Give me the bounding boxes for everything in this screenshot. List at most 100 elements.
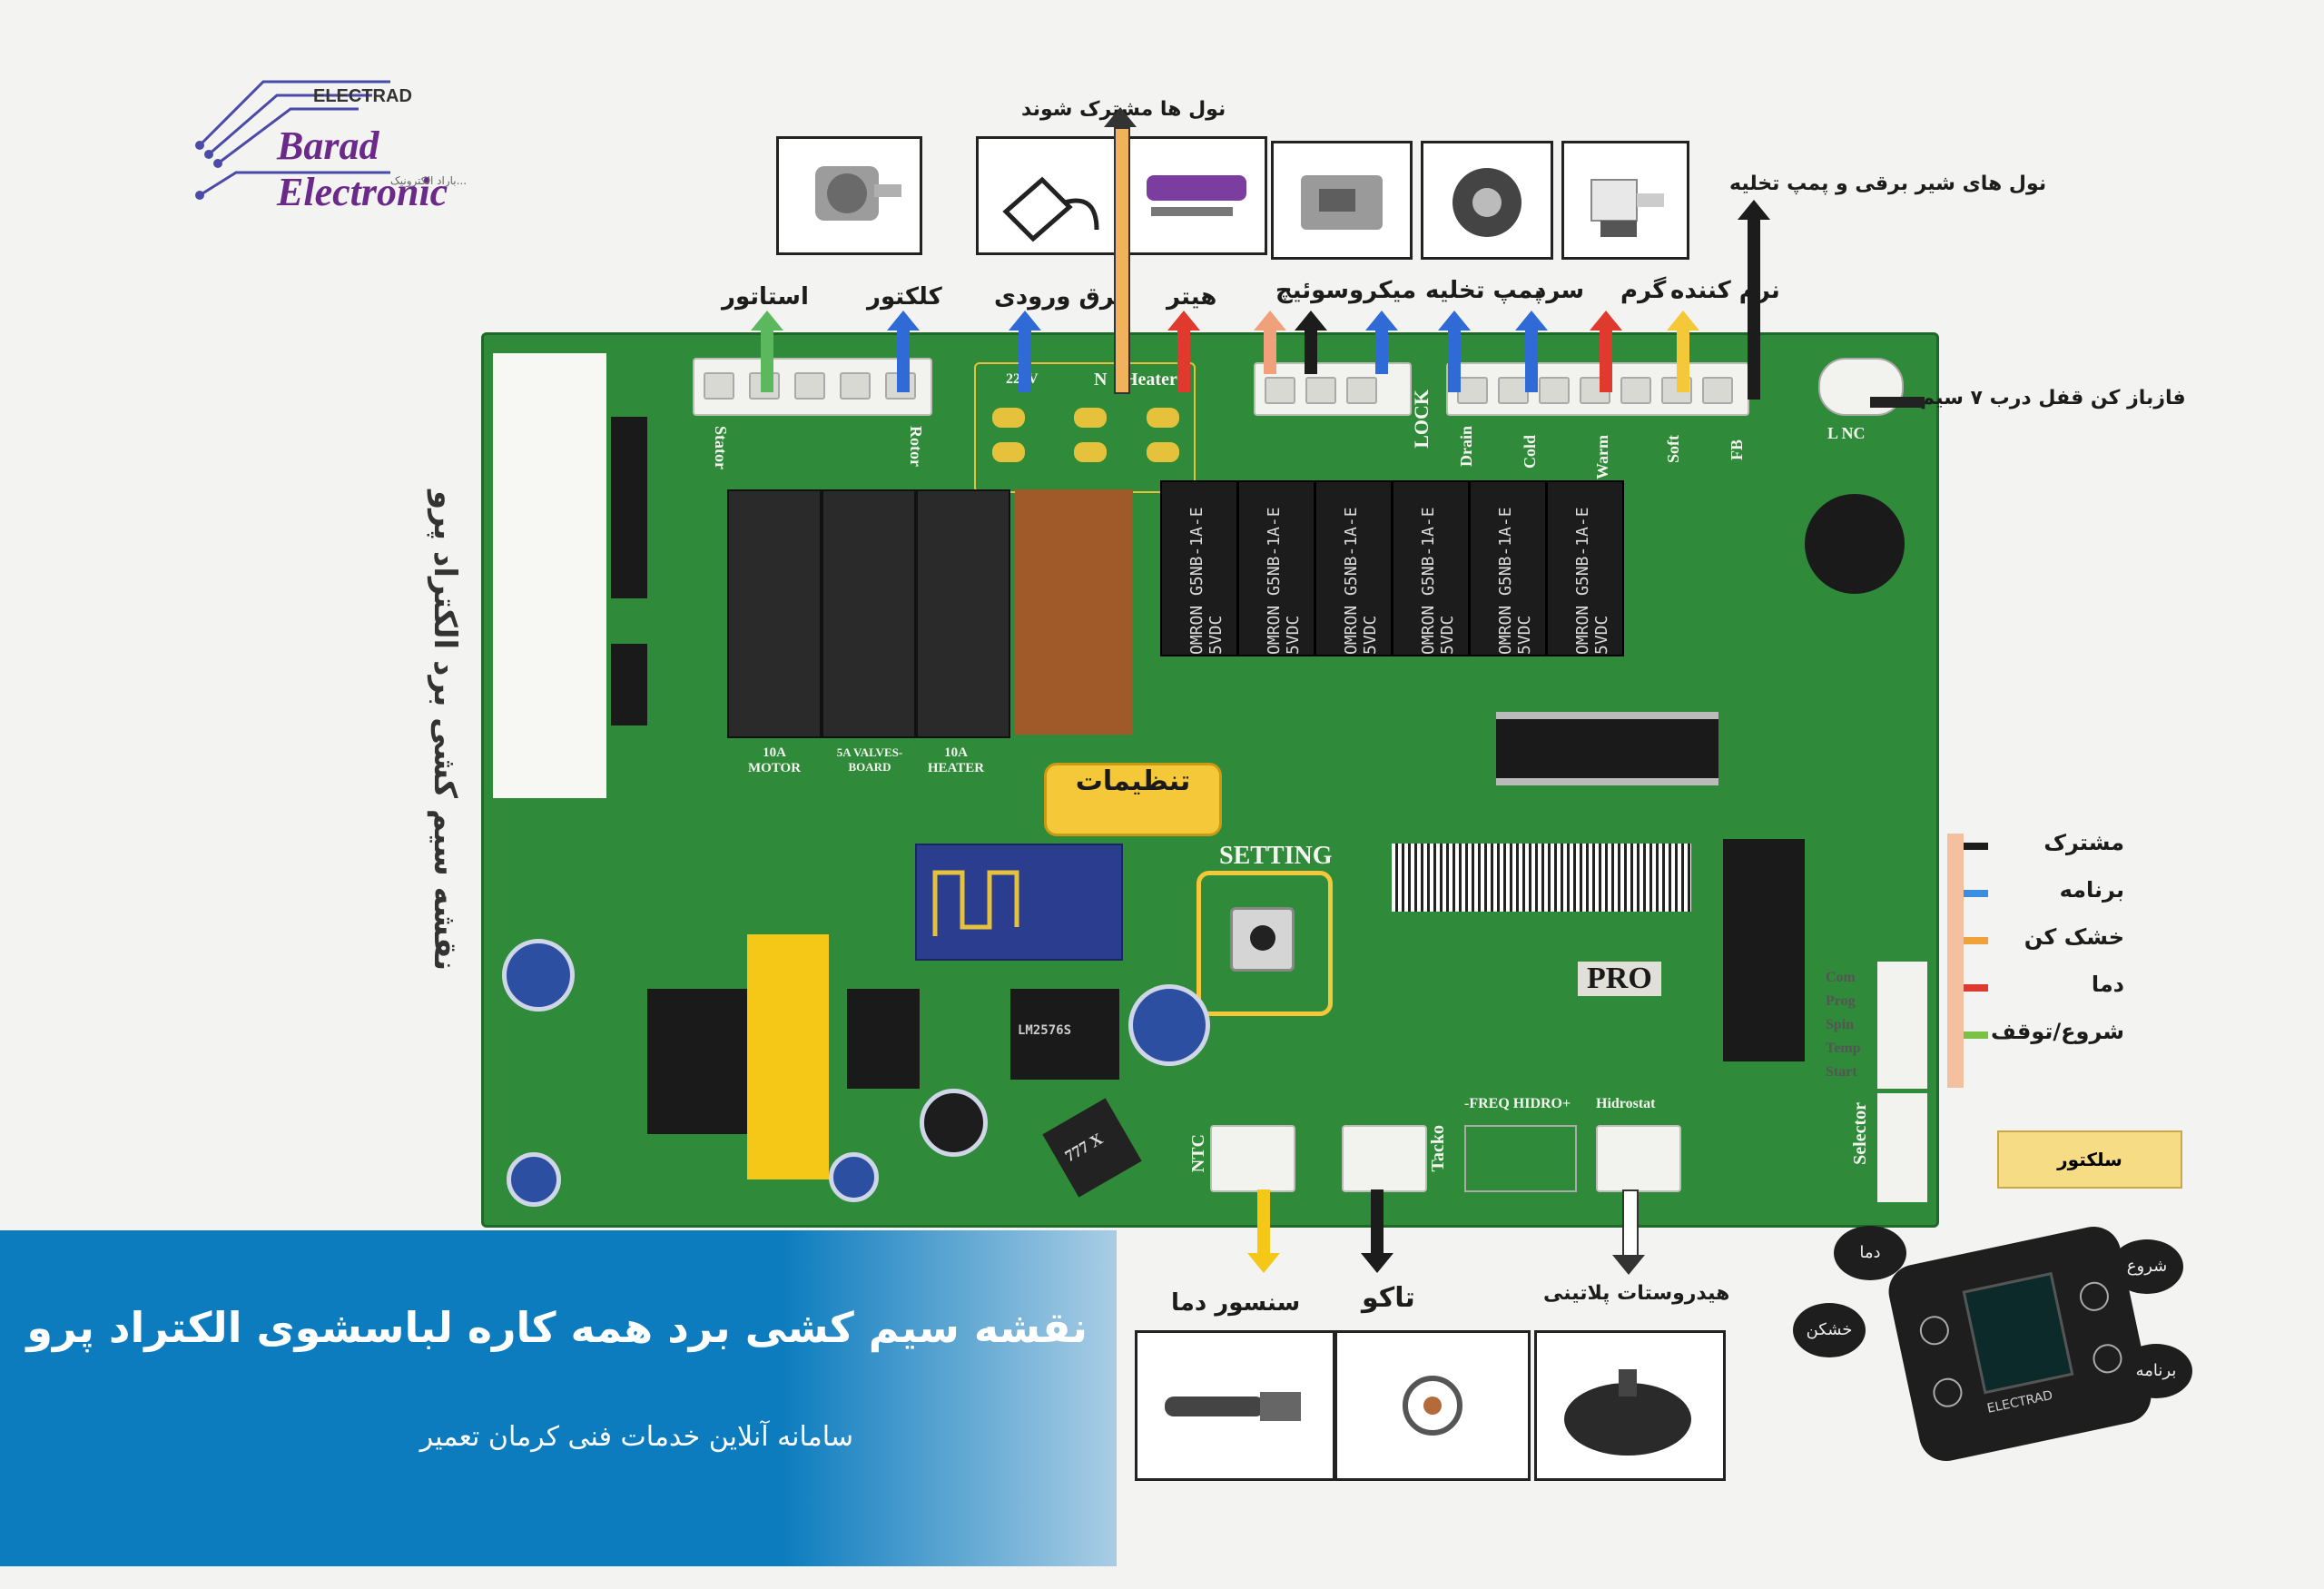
pcb-ntc: NTC [1188,1134,1208,1173]
pcb-freq: -FREQ HIDRO+ [1464,1096,1571,1111]
pcb-lm: LM2576S [1018,1023,1072,1038]
pcb-lock: LOCK [1410,390,1433,449]
pcb-lock-l-nc: L NC [1827,424,1866,442]
barcode-label [1392,844,1691,912]
legend-item-program: برنامه [1952,873,2124,921]
omron-relay-6: OMRON G5NB-1A-E 5VDC [1546,480,1624,656]
panel-bubble-temp: دما [1834,1226,1906,1280]
hidrostat-connector [1596,1125,1681,1192]
ic-chip [1496,712,1718,785]
pcb-pro: PRO [1578,962,1661,996]
capacitor-3 [920,1089,988,1157]
omron-relay-3: OMRON G5NB-1A-E 5VDC [1315,480,1393,656]
hydrostat-photo [1534,1330,1726,1481]
micro-arrow-2 [1305,329,1317,374]
pcb-tacko: Tacko [1428,1125,1448,1172]
label-cold: سرد [1534,277,1585,304]
pcb-fuse-heater: 10A HEATER [927,745,985,775]
pcb-warm: Warm [1593,435,1611,479]
panel-display [1962,1271,2074,1395]
label-rotor: کلکتور [867,283,942,311]
lm-chip: LM2576S [1010,989,1119,1080]
logo-tagline: ...باراد الکترونیک [390,174,468,187]
selector-block [1877,1093,1927,1202]
drain-arrow [1448,329,1461,392]
pcb-heater: Heater [1124,370,1177,390]
legend-item-temp: دما [1952,968,2124,1015]
legend-item-start-stop: شروع/توقف [1952,1015,2124,1062]
side-title: نقشه سیم کشی برد الکتراد پرو [427,490,463,972]
banner-subtitle: سامانه آنلاین خدمات فنی کرمان تعمیر [419,1421,853,1453]
pcb-setting: SETTING [1219,842,1333,870]
pin-strip [611,417,647,598]
legend-item-common: مشترک [1952,826,2124,873]
panel-button-1[interactable] [1916,1313,1952,1348]
door-lock-photo [1271,141,1413,260]
title-banner: نقشه سیم کشی برد همه کاره لباسشوی الکترا… [0,1230,1117,1566]
label-tacho: تاکو [1362,1282,1415,1314]
rotor-arrow [897,329,910,392]
ntc-connector [1210,1125,1295,1192]
panel-bubble-start: شروع [2111,1239,2183,1294]
label-drain-pump: پمپ تخلیه [1425,277,1543,304]
selector-legend: مشترک برنامه خشک کن دما شروع/توقف [1952,826,2124,1062]
pcb-soft: Soft [1664,435,1682,463]
label-hydrostat: هیدروستات پلاتینی [1543,1282,1730,1305]
label-heater: هیتر [1167,283,1217,311]
settings-callout: تنظیمات [1044,763,1222,836]
legend-wire-bar [1947,834,1964,1088]
label-temp-sensor: سنسور دما [1171,1289,1301,1317]
omron-relay-4: OMRON G5NB-1A-E 5VDC [1392,480,1470,656]
tacko-connector [1342,1125,1427,1192]
power-in-arrow [1019,329,1031,392]
note-door-lock: فازباز کن قفل درب ۷ سیم [1920,387,2186,410]
micro-arrow-3 [1375,329,1388,374]
pcb-n: N [1094,370,1108,390]
heater-relay-main [1015,489,1133,735]
heater-photo [1126,136,1267,255]
logo: ELECTRAD Barad Electronic ...باراد الکتر… [182,45,527,214]
yellow-transformer [747,934,829,1179]
label-micro-switch: میکروسوئیچ [1275,277,1417,304]
panel-button-3[interactable] [2076,1278,2112,1314]
tacho-photo [1334,1330,1531,1481]
label-stator: استاتور [722,283,809,311]
warm-arrow [1600,329,1612,392]
logo-brand-main: Barad Electronic [277,123,448,214]
heater-relay [916,489,1010,738]
setting-button[interactable] [1230,907,1295,972]
panel-button-2[interactable] [1930,1375,1965,1410]
logo-brand-top: ELECTRAD [313,86,412,106]
softener-arrow [1677,329,1689,392]
pcb-drain: Drain [1457,426,1475,467]
drain-pump-photo [1421,141,1553,260]
motor-relay [727,489,822,738]
pin-strip-small [611,644,647,725]
regulator-chip [847,989,920,1089]
label-power-in: برق ورودی [994,283,1124,311]
pcb-fb: FB [1728,439,1746,461]
valves-null-arrow [1748,218,1760,400]
ntc-arrow [1257,1189,1270,1253]
selector-connector [1877,962,1927,1089]
nulls-common-arrow [1114,127,1130,394]
pcb-hidrostat: Hidrostat [1596,1096,1656,1111]
panel-brand: ELECTRAD [1985,1387,2054,1416]
cold-arrow [1525,329,1538,392]
pcb-rotor: Rotor [907,426,925,467]
ntc-sensor-photo [1135,1330,1335,1481]
circuit-logo-icon [195,80,390,200]
pin-header-right [1723,839,1805,1061]
pcb-fuse-motor: 10A MOTOR [747,745,802,775]
pcb-cold: Cold [1521,435,1539,469]
capacitor-2 [1128,984,1210,1066]
hydrostat-arrow [1622,1189,1639,1257]
pcb-selector: Selector [1850,1102,1870,1165]
chip-777: 777 X [1042,1098,1142,1198]
heater-arrow [1177,329,1190,392]
antenna-trace-icon [932,870,1019,936]
buzzer [1805,494,1905,594]
freq-connector [1464,1125,1577,1192]
omron-relay-2: OMRON G5NB-1A-E 5VDC [1237,480,1315,656]
stator-arrow [761,329,773,392]
